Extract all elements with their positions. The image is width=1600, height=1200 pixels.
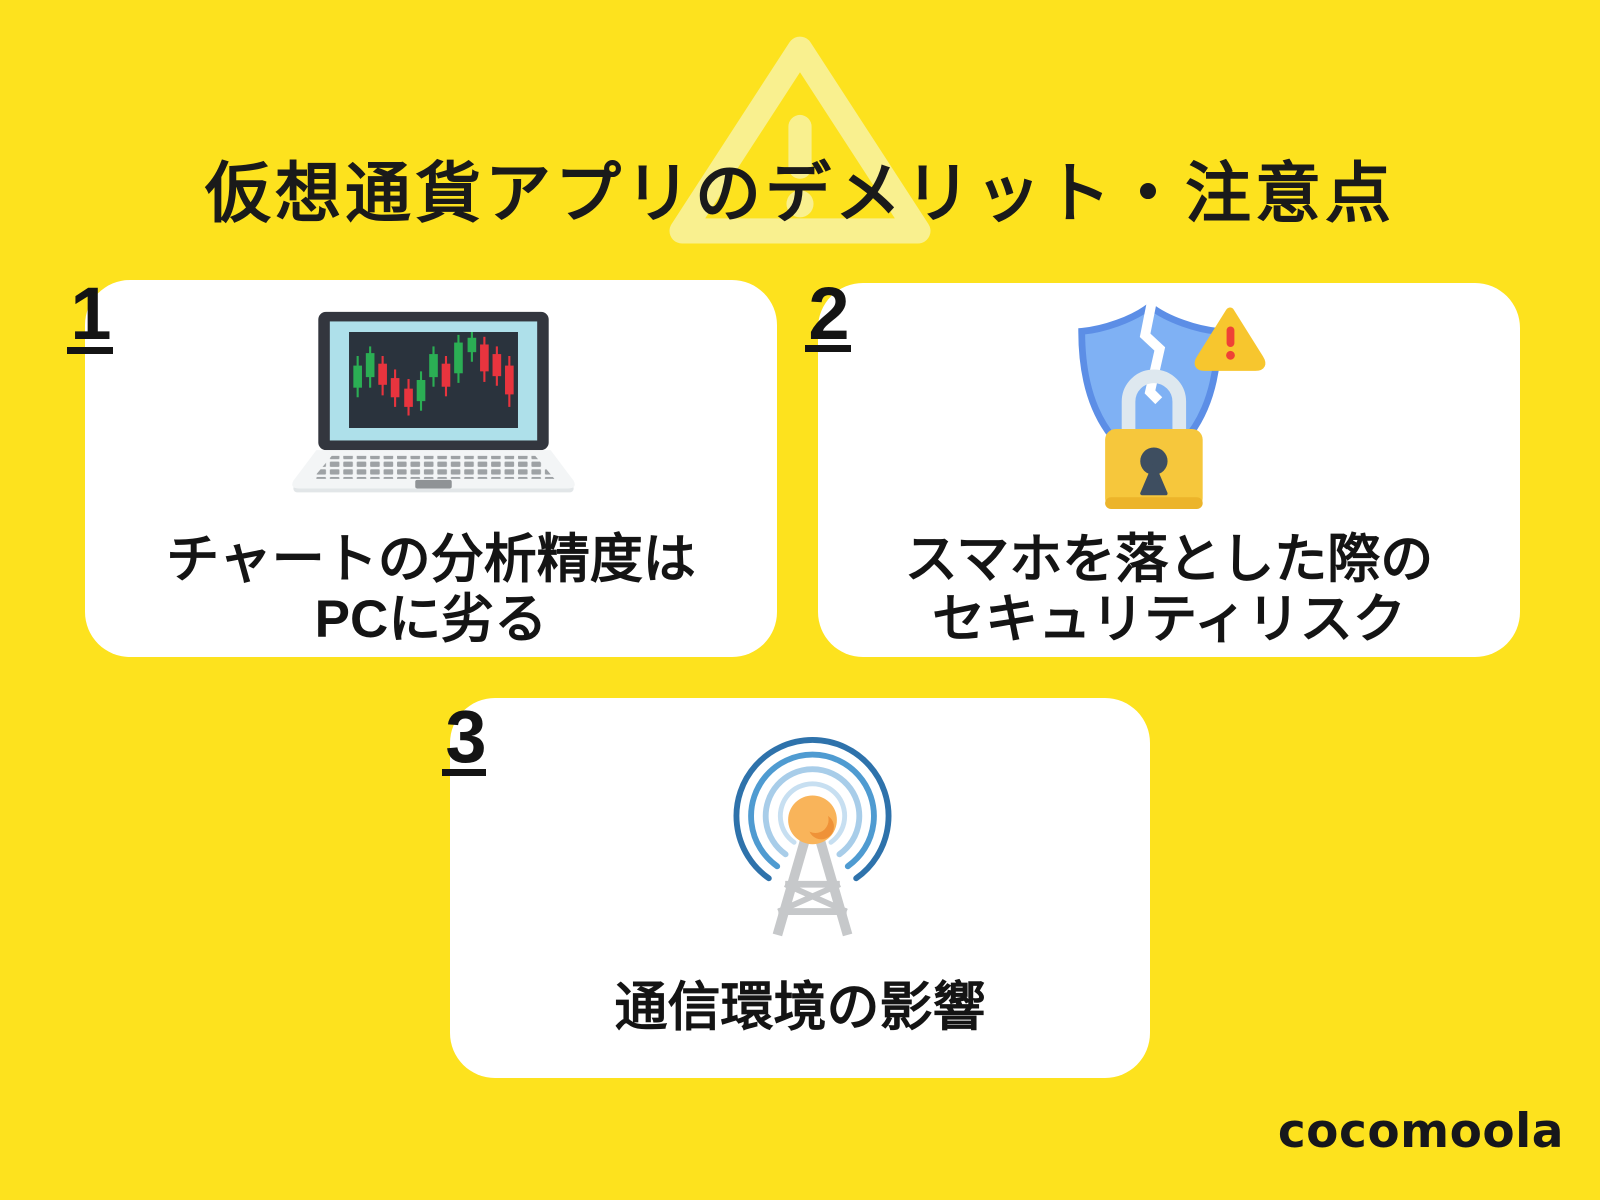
- caption-line: スマホを落とした際の: [904, 530, 1434, 589]
- page-title: 仮想通貨アプリのデメリット・注意点: [205, 156, 1395, 231]
- card-caption: チャートの分析精度は PCに劣る: [85, 530, 777, 650]
- card-number-2-underline: [805, 345, 851, 352]
- radio-tower-signal-icon: [733, 737, 892, 937]
- card-security-risk: スマホを落とした際の セキュリティリスク: [818, 283, 1520, 657]
- cocomoola-logo: cocomoola: [1277, 1104, 1564, 1159]
- cracked-shield-padlock-warning-icon: [1078, 300, 1266, 509]
- card-number-3: 3: [445, 695, 487, 778]
- card-number-1-underline: [67, 347, 113, 354]
- card-number-2: 2: [808, 272, 850, 355]
- card-chart-precision: チャートの分析精度は PCに劣る: [85, 280, 777, 657]
- card-caption: 通信環境の影響: [450, 978, 1150, 1038]
- laptop-candlestick-chart-icon: [292, 311, 575, 493]
- card-number-1: 1: [70, 272, 112, 355]
- card-caption: スマホを落とした際の セキュリティリスク: [818, 530, 1520, 650]
- caption-line: PCに劣る: [314, 590, 548, 649]
- card-network-environment: 通信環境の影響: [450, 698, 1150, 1078]
- caption-line: チャートの分析精度は: [166, 530, 696, 589]
- card-number-3-underline: [442, 769, 486, 776]
- warning-triangle-watermark-icon: [669, 36, 931, 244]
- caption-line: 通信環境の影響: [614, 978, 986, 1037]
- caption-line: セキュリティリスク: [932, 590, 1406, 649]
